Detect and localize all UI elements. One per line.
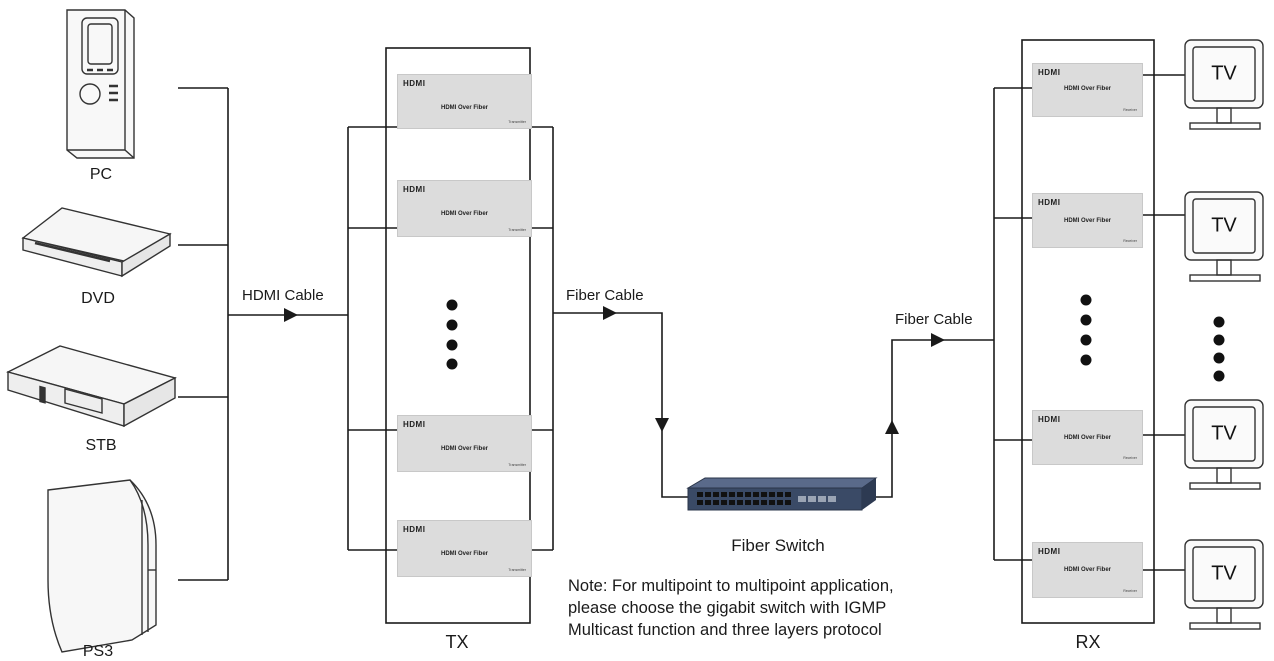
- note: Note: For multipoint to multipoint appli…: [568, 575, 894, 641]
- module-sub: Transmitter: [508, 463, 526, 467]
- module-sub: Receiver: [1123, 589, 1137, 593]
- tv-screen-label: TV: [1211, 562, 1237, 585]
- tx-module: HDMI HDMI Over Fiber Transmitter: [397, 180, 532, 237]
- module-title: HDMI Over Fiber: [1063, 86, 1111, 92]
- module-sub: Receiver: [1123, 108, 1137, 112]
- module-title: HDMI Over Fiber: [440, 211, 488, 217]
- module-sub: Transmitter: [508, 568, 526, 572]
- tv-icon: [1184, 399, 1264, 490]
- module-title: HDMI Over Fiber: [440, 446, 488, 452]
- module-sub: Receiver: [1123, 239, 1137, 243]
- note-line: Multicast function and three layers prot…: [568, 621, 882, 639]
- module-title: HDMI Over Fiber: [440, 551, 488, 557]
- tx-module: HDMI HDMI Over Fiber Transmitter: [397, 74, 532, 129]
- module-sub: Receiver: [1123, 456, 1137, 460]
- game-console-icon: [47, 479, 157, 653]
- module-title: HDMI Over Fiber: [1063, 218, 1111, 224]
- source-label-pc: PC: [89, 166, 113, 183]
- rx-module: HDMI HDMI Over Fiber Receiver: [1032, 542, 1143, 598]
- module-title: HDMI Over Fiber: [440, 105, 488, 111]
- hdmi-cable-label: HDMI Cable: [242, 287, 324, 304]
- set-top-box-icon: [6, 345, 177, 428]
- tx-label: TX: [445, 632, 469, 652]
- module-sub: Transmitter: [508, 120, 526, 124]
- hdmi-logo: HDMI: [1038, 198, 1061, 207]
- fiber-cable-label-right: Fiber Cable: [895, 311, 973, 328]
- dvd-player-icon: [21, 207, 172, 278]
- tv-icon: [1184, 191, 1264, 282]
- rx-module: HDMI HDMI Over Fiber Receiver: [1032, 63, 1143, 117]
- pc-tower-icon: [66, 9, 135, 159]
- switch-ports: [697, 492, 836, 505]
- hdmi-logo: HDMI: [1038, 415, 1061, 424]
- hdmi-logo: HDMI: [403, 420, 426, 429]
- tx-module: HDMI HDMI Over Fiber Transmitter: [397, 415, 532, 472]
- note-line: please choose the gigabit switch with IG…: [568, 599, 887, 617]
- tv-screen-label: TV: [1211, 214, 1237, 237]
- module-title: HDMI Over Fiber: [1063, 567, 1111, 573]
- tv-screen-label: TV: [1211, 422, 1237, 445]
- hdmi-logo: HDMI: [403, 79, 426, 88]
- hdmi-logo: HDMI: [1038, 68, 1061, 77]
- module-title: HDMI Over Fiber: [1063, 435, 1111, 441]
- source-label-stb: STB: [85, 437, 117, 454]
- source-label-dvd: DVD: [81, 290, 115, 307]
- tx-module: HDMI HDMI Over Fiber Transmitter: [397, 520, 532, 577]
- hdmi-logo: HDMI: [1038, 547, 1061, 556]
- source-label-ps3: PS3: [82, 643, 114, 660]
- hdmi-logo: HDMI: [403, 185, 426, 194]
- fiber-cable-label-left: Fiber Cable: [566, 287, 644, 304]
- note-line: Note: For multipoint to multipoint appli…: [568, 577, 894, 595]
- tv-screen-label: TV: [1211, 62, 1237, 85]
- arrowheads: [284, 306, 945, 434]
- rx-module: HDMI HDMI Over Fiber Receiver: [1032, 193, 1143, 248]
- hdmi-logo: HDMI: [403, 525, 426, 534]
- rx-module: HDMI HDMI Over Fiber Receiver: [1032, 410, 1143, 465]
- module-sub: Transmitter: [508, 228, 526, 232]
- tv-icon: [1184, 39, 1264, 130]
- switch-label: Fiber Switch: [731, 536, 825, 555]
- tv-icon: [1184, 539, 1264, 630]
- rx-label: RX: [1075, 632, 1101, 652]
